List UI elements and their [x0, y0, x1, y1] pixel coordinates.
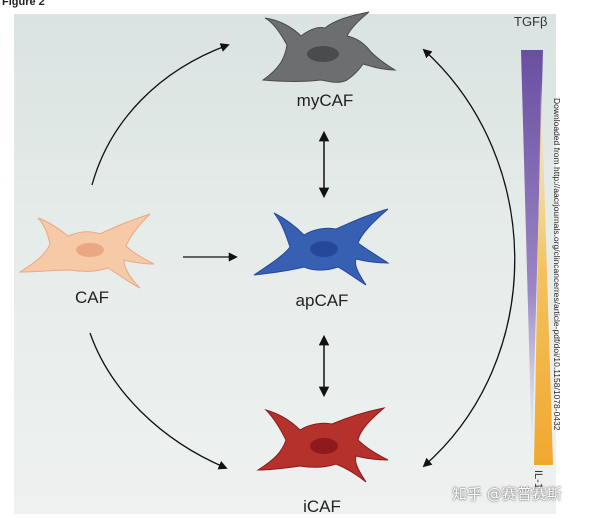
mycaf-nucleus	[307, 46, 339, 62]
apcaf-label: apCAF	[296, 291, 349, 310]
apcaf-nucleus	[310, 241, 338, 257]
caf-label: CAF	[75, 288, 109, 307]
apcaf-cell	[253, 208, 390, 286]
icaf-cell	[256, 407, 389, 483]
mycaf-label: myCAF	[297, 91, 354, 110]
arrow-mycaf-icaf	[422, 48, 516, 468]
download-note: Downloaded from http://aacrjournals.org/…	[552, 98, 562, 431]
il1-gradient-wedge	[534, 80, 553, 465]
arrow-caf-to-mycaf	[91, 43, 230, 186]
tgfb-gradient-wedge	[521, 50, 543, 455]
tgfb-label: TGFβ	[514, 14, 548, 29]
mycaf-cell	[261, 11, 397, 83]
caf-cell	[18, 213, 155, 289]
icaf-label: iCAF	[303, 497, 341, 516]
watermark: 知乎 @赛普赛斯	[452, 485, 562, 503]
icaf-nucleus	[310, 438, 338, 454]
arrow-caf-to-icaf	[89, 332, 228, 470]
figure-label: Figure 2	[2, 0, 45, 8]
caf-nucleus	[76, 243, 104, 257]
